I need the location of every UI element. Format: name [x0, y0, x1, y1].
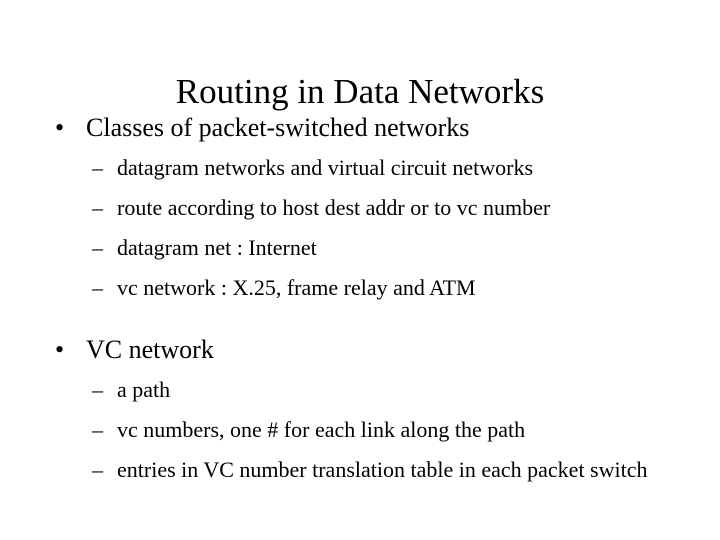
bullet-level1-label: VC network [86, 335, 214, 364]
bullet-dash-icon: – [92, 457, 103, 482]
bullet-group-spacer [0, 308, 720, 330]
bullet-level2: – datagram networks and virtual circuit … [0, 148, 720, 188]
slide-body: • Classes of packet-switched networks – … [0, 108, 720, 490]
bullet-level2: – route according to host dest addr or t… [0, 188, 720, 228]
bullet-level2-label: route according to host dest addr or to … [117, 195, 551, 220]
bullet-level2: – entries in VC number translation table… [0, 450, 720, 490]
bullet-level2-label: datagram net : Internet [117, 235, 317, 260]
bullet-level2: – vc network : X.25, frame relay and ATM [0, 268, 720, 308]
bullet-dash-icon: – [92, 417, 103, 442]
bullet-level1: • Classes of packet-switched networks [0, 108, 720, 148]
bullet-level2: – datagram net : Internet [0, 228, 720, 268]
slide-title: Routing in Data Networks [175, 72, 545, 112]
bullet-level2-label: vc numbers, one # for each link along th… [117, 417, 526, 442]
bullet-level2-label: a path [117, 377, 171, 402]
bullet-level2: – a path [0, 370, 720, 410]
bullet-dash-icon: – [92, 235, 103, 260]
bullet-dot-icon: • [55, 335, 65, 364]
bullet-dash-icon: – [92, 275, 103, 300]
bullet-dash-icon: – [92, 377, 103, 402]
bullet-level1: • VC network [0, 330, 720, 370]
bullet-level2-label: datagram networks and virtual circuit ne… [117, 155, 534, 180]
bullet-level1-label: Classes of packet-switched networks [86, 113, 470, 142]
bullet-dash-icon: – [92, 195, 103, 220]
bullet-level2: – vc numbers, one # for each link along … [0, 410, 720, 450]
bullet-level2-label: entries in VC number translation table i… [117, 457, 648, 482]
bullet-dot-icon: • [55, 113, 65, 142]
bullet-level2-label: vc network : X.25, frame relay and ATM [117, 275, 476, 300]
bullet-dash-icon: – [92, 155, 103, 180]
